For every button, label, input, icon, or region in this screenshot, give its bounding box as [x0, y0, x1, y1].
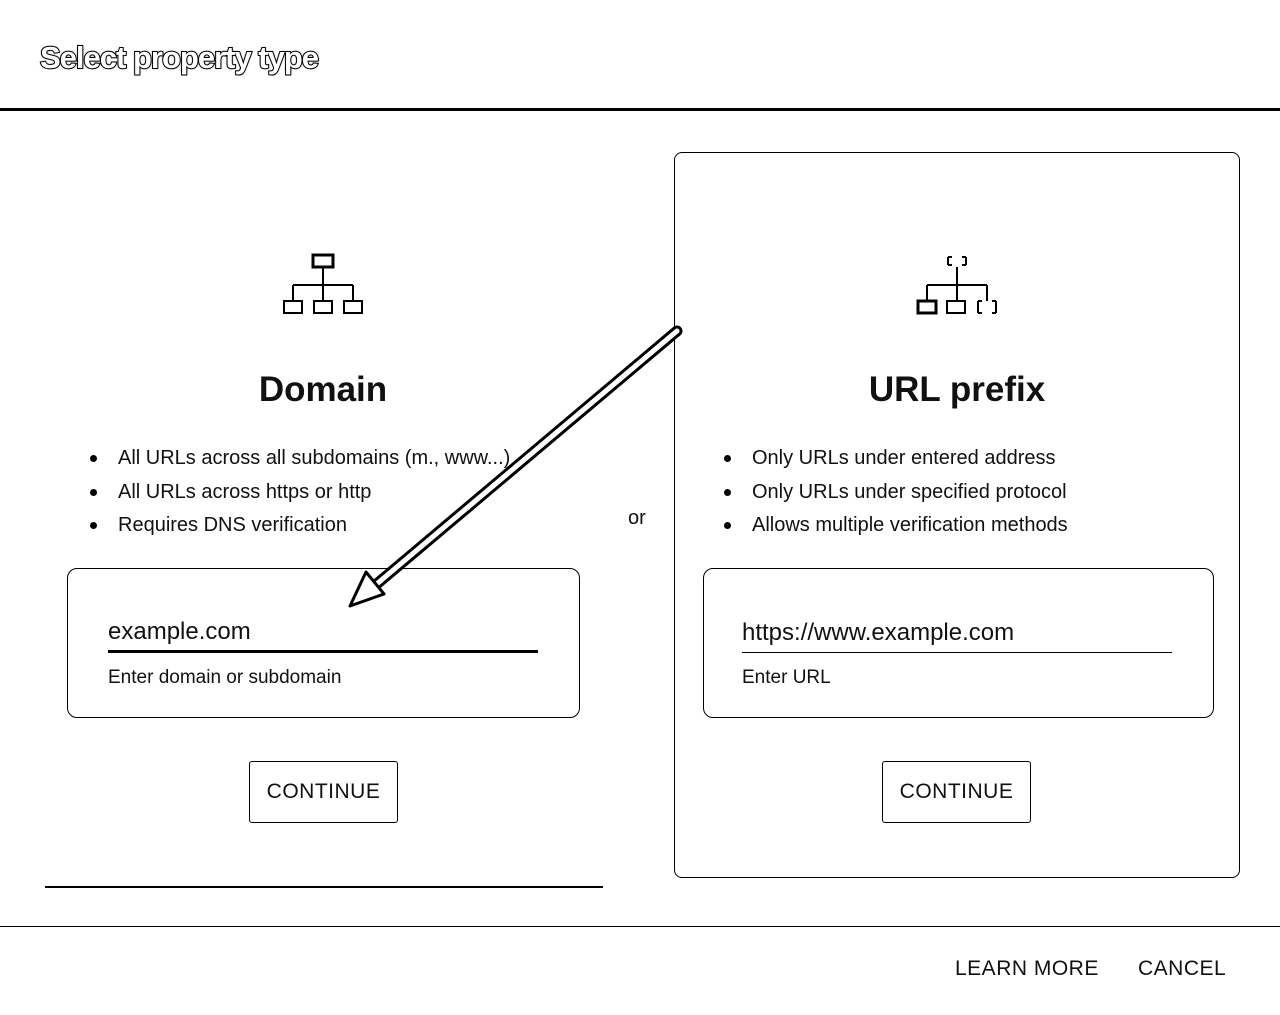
domain-continue-button[interactable]: CONTINUE: [249, 761, 398, 823]
domain-input[interactable]: [108, 613, 538, 653]
domain-sitemap-icon: [283, 253, 363, 314]
dialog-title: Select property type: [39, 39, 320, 76]
or-separator: or: [628, 507, 646, 529]
url-field-container: Enter URL: [703, 568, 1214, 718]
dialog-header: Select property type: [0, 0, 1280, 111]
domain-field-container: Enter domain or subdomain: [67, 568, 580, 718]
learn-more-button[interactable]: LEARN MORE: [955, 957, 1099, 980]
list-item: Allows multiple verification methods: [724, 512, 1068, 546]
list-item: Only URLs under specified protocol: [724, 479, 1068, 513]
domain-feature-list: All URLs across all subdomains (m., www.…: [90, 445, 510, 546]
list-item: Only URLs under entered address: [724, 445, 1068, 479]
domain-card-title: Domain: [258, 370, 388, 409]
list-item: Requires DNS verification: [90, 512, 510, 546]
url-prefix-feature-list: Only URLs under entered address Only URL…: [724, 445, 1068, 546]
url-field-helper: Enter URL: [742, 667, 831, 688]
url-prefix-continue-button[interactable]: CONTINUE: [882, 761, 1031, 823]
list-item: All URLs across all subdomains (m., www.…: [90, 445, 510, 479]
dialog-footer: LEARN MORE CANCEL: [0, 926, 1280, 1015]
url-input[interactable]: [742, 613, 1172, 653]
list-item: All URLs across https or http: [90, 479, 510, 513]
url-prefix-card-title: URL prefix: [868, 370, 1046, 409]
domain-field-helper: Enter domain or subdomain: [108, 667, 342, 688]
url-prefix-sitemap-icon: [916, 256, 997, 315]
cancel-button[interactable]: CANCEL: [1138, 957, 1227, 980]
